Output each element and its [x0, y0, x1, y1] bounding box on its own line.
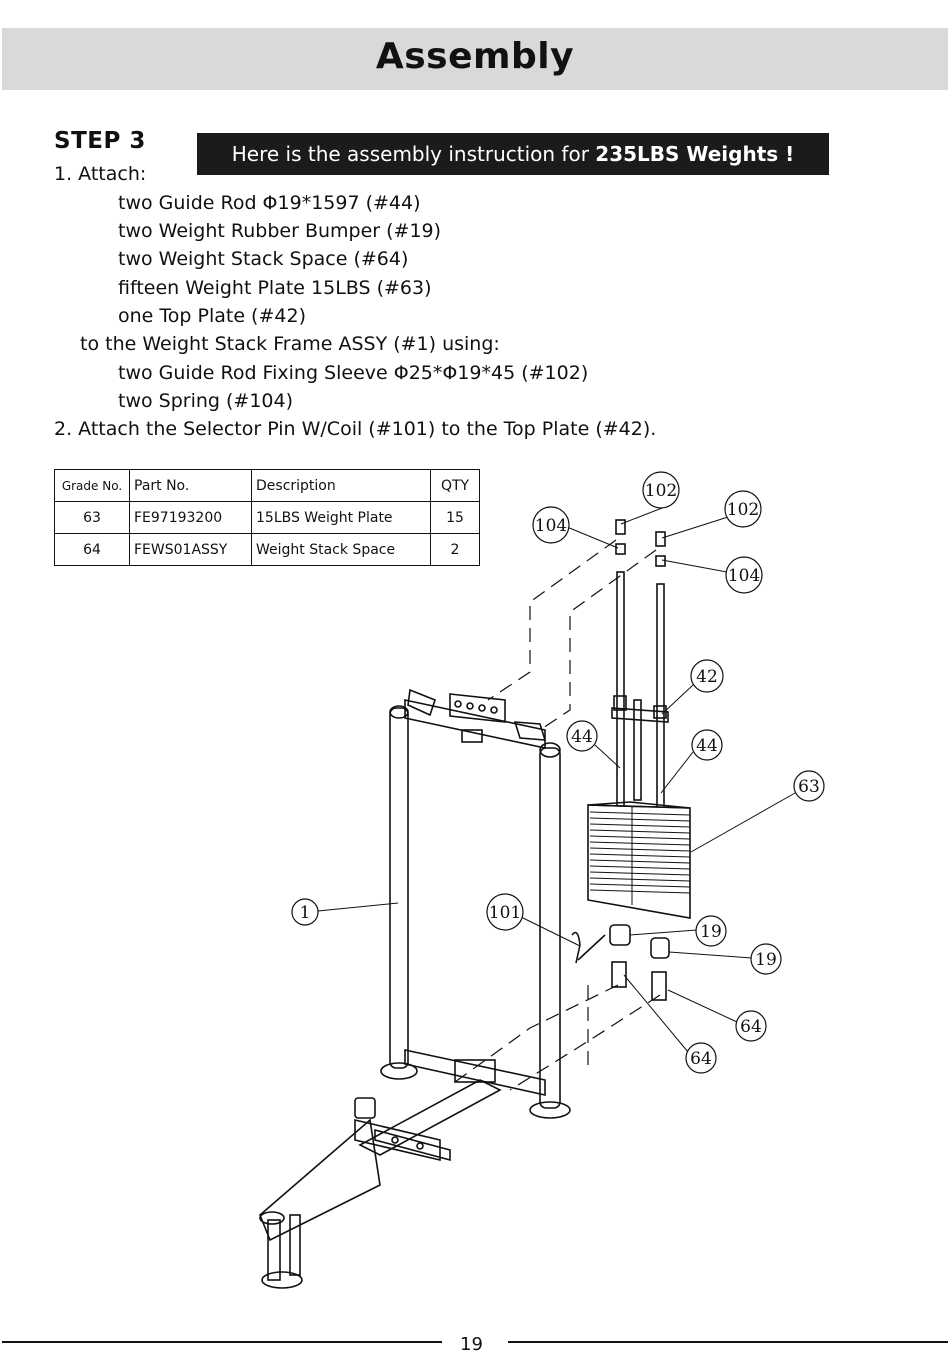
cell-part: FEWS01ASSY [129, 533, 252, 566]
to-frame-line: to the Weight Stack Frame ASSY (#1) usin… [80, 333, 500, 355]
callout-64: 64 [690, 1049, 712, 1069]
header-part: Part No. [129, 469, 252, 502]
top-plate [611, 695, 669, 801]
using-item: two Spring (#104) [118, 390, 294, 412]
callout-44: 44 [571, 727, 593, 747]
step2-line: 2. Attach the Selector Pin W/Coil (#101)… [54, 418, 657, 440]
callout-63: 63 [798, 777, 820, 797]
footer-rule-left [2, 1341, 442, 1343]
instruction-item: two Weight Stack Space (#64) [118, 248, 409, 270]
cell-qty: 2 [430, 533, 480, 566]
selector-pin [571, 931, 606, 964]
callout-104: 104 [535, 516, 567, 536]
assembly-diagram: 102 102 104 104 42 44 44 63 1 101 19 19 … [259, 471, 825, 1289]
table-row: 63 FE97193200 15LBS Weight Plate 15 [54, 501, 480, 534]
callout-42: 42 [696, 667, 718, 687]
callout-102: 102 [727, 500, 759, 520]
header-description: Description [251, 469, 431, 502]
using-item: two Guide Rod Fixing Sleeve Φ25*Φ19*45 (… [118, 362, 589, 384]
cell-description: 15LBS Weight Plate [251, 501, 431, 534]
cell-part: FE97193200 [129, 501, 252, 534]
header-grade: Grade No. [54, 469, 130, 502]
bumpers-spacers [609, 924, 670, 1001]
banner-prefix: Here is the assembly instruction for [231, 142, 596, 166]
page-title: Assembly [375, 36, 575, 77]
weight-stack-frame [259, 688, 571, 1289]
weights-banner: Here is the assembly instruction for 235… [197, 133, 829, 175]
table-header-row: Grade No. Part No. Description QTY [54, 469, 480, 502]
table-row: 64 FEWS01ASSY Weight Stack Space 2 [54, 533, 480, 566]
callout-102: 102 [645, 481, 677, 501]
parts-table: Grade No. Part No. Description QTY 63 FE… [54, 469, 480, 566]
instruction-item: two Weight Rubber Bumper (#19) [118, 220, 442, 242]
callout-64: 64 [740, 1017, 762, 1037]
banner-emphasis: 235LBS Weights ! [595, 142, 795, 166]
callout-104: 104 [728, 566, 760, 586]
cell-grade: 63 [54, 501, 130, 534]
footer-rule-right [508, 1341, 948, 1343]
plate-lines [589, 806, 691, 905]
callout-19: 19 [700, 922, 722, 942]
callout-1: 1 [300, 903, 311, 923]
callout-circles [291, 471, 825, 1074]
step-title: STEP 3 [54, 128, 146, 154]
assembly-dashed-lines [454, 539, 661, 1091]
header-band [2, 28, 948, 90]
attach-label: 1. Attach: [54, 163, 147, 185]
callout-101: 101 [489, 903, 521, 923]
instruction-item: fifteen Weight Plate 15LBS (#63) [118, 277, 432, 299]
instruction-item: two Guide Rod Φ19*1597 (#44) [118, 192, 421, 214]
cell-description: Weight Stack Space [251, 533, 431, 566]
instruction-item: one Top Plate (#42) [118, 305, 306, 327]
callout-19: 19 [755, 950, 777, 970]
callout-44: 44 [696, 736, 718, 756]
cell-grade: 64 [54, 533, 130, 566]
leader-lines [317, 507, 796, 1053]
